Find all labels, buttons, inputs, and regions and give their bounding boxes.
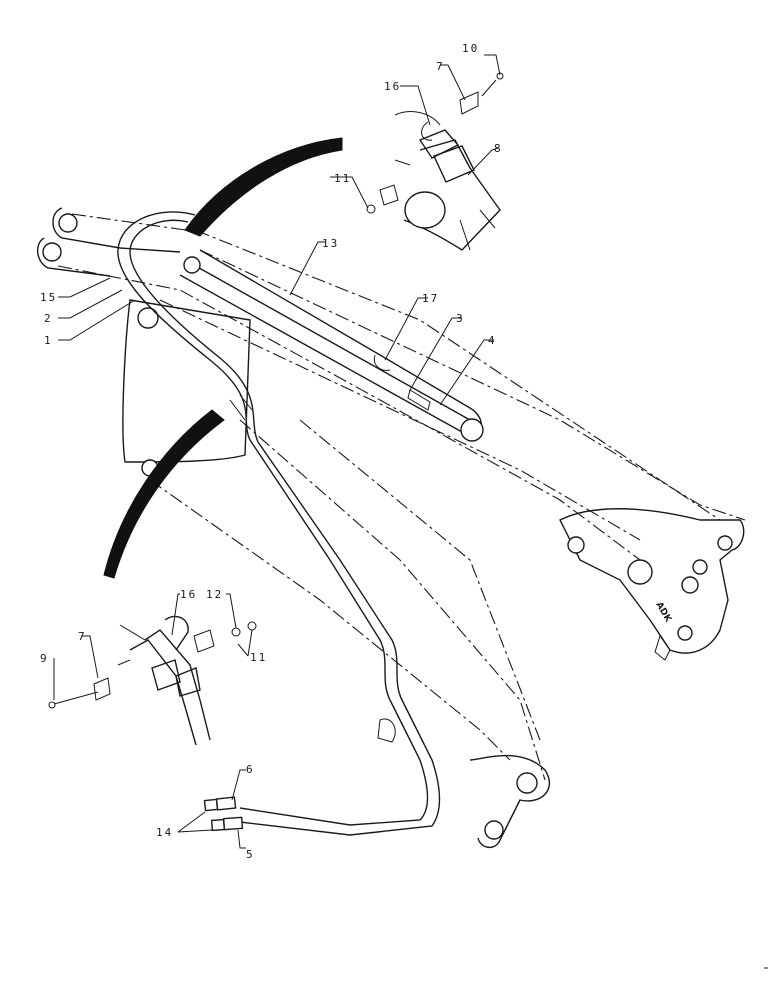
callout-13: 13 (322, 237, 339, 250)
callout-11-top: 11 (334, 172, 351, 185)
callout-3: 3 (456, 312, 465, 325)
hose-route (117, 211, 441, 836)
callout-labels: 10 7 16 8 11 13 15 2 1 17 3 4 6 14 5 16 … (40, 42, 503, 861)
callout-7-top: 7 (436, 60, 445, 73)
callout-16-top: 16 (384, 80, 401, 93)
callout-14: 14 (156, 826, 173, 839)
callout-16-bottom: 16 (180, 588, 197, 601)
callout-1: 1 (44, 334, 53, 347)
callout-10: 10 (462, 42, 479, 55)
callout-4: 4 (488, 334, 497, 347)
leader-lines (53, 54, 501, 849)
callout-12: 12 (206, 588, 223, 601)
callout-5: 5 (246, 848, 255, 861)
hydraulic-cylinder (179, 249, 484, 442)
boom-arm: ADK (37, 207, 746, 848)
hose-fittings (203, 796, 244, 832)
callout-9: 9 (40, 652, 49, 665)
callout-2: 2 (44, 312, 53, 325)
callout-6: 6 (246, 763, 255, 776)
detail-arrow-bottom (103, 409, 225, 579)
callout-7-bottom: 7 (78, 630, 87, 643)
detail-top-clamp (366, 72, 504, 251)
callout-11-bottom: 11 (250, 651, 267, 664)
arm-stamp: ADK (653, 601, 673, 625)
callout-15: 15 (40, 291, 57, 304)
callout-17: 17 (422, 292, 439, 305)
callout-8: 8 (494, 142, 503, 155)
detail-arrow-top (184, 137, 343, 237)
detail-bottom-clamp (48, 615, 257, 746)
